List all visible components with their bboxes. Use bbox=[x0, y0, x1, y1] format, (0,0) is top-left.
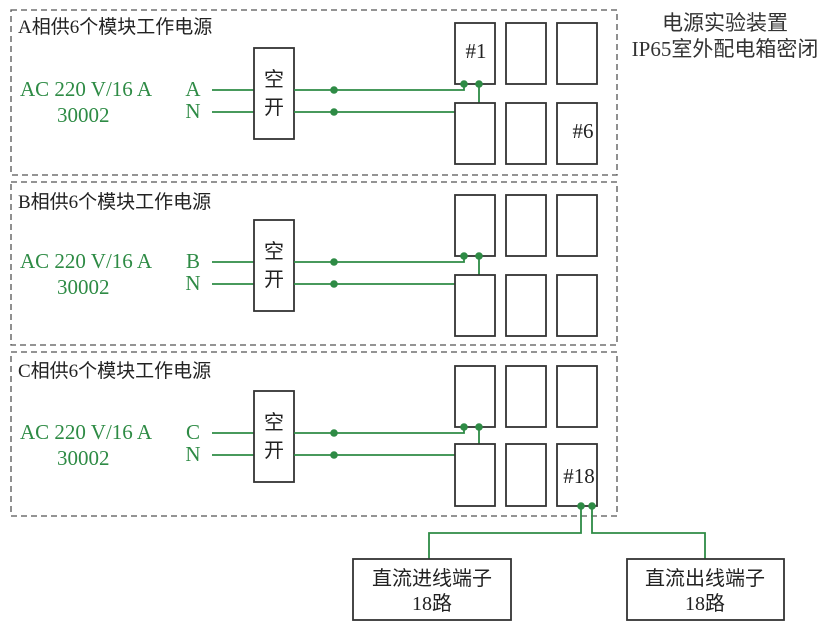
module-18-terminal-in bbox=[577, 502, 585, 510]
section-b-neutral-junction bbox=[330, 280, 338, 288]
section-c-breaker-label-2: 开 bbox=[264, 440, 284, 462]
section-c-phase-wire-out bbox=[294, 427, 465, 434]
section-c-breaker-label-1: 空 bbox=[264, 411, 284, 434]
section-c-module-3[interactable] bbox=[556, 365, 598, 428]
section-b-code: 30002 bbox=[57, 275, 110, 299]
section-a-module-5[interactable] bbox=[505, 102, 547, 165]
section-a-neutral-wire-out bbox=[294, 84, 480, 113]
section-a-module-1[interactable] bbox=[454, 22, 496, 85]
section-b-title: B相供6个模块工作电源 bbox=[18, 191, 211, 213]
section-a-module-2[interactable] bbox=[505, 22, 547, 85]
section-c-breaker[interactable] bbox=[253, 390, 295, 483]
section-c-module-1[interactable] bbox=[454, 365, 496, 428]
section-a-breaker[interactable] bbox=[253, 47, 295, 140]
section-a-neutral-junction bbox=[330, 108, 338, 116]
section-a-phase-label: A bbox=[185, 77, 201, 101]
section-b-neutral-label: N bbox=[185, 271, 200, 295]
section-c-phase-junction bbox=[330, 429, 338, 437]
section-a: A相供6个模块工作电源 AC 220 V/16 A 30002 A N 空 开 … bbox=[10, 9, 618, 176]
dc-output-wire bbox=[591, 506, 706, 559]
section-b: B相供6个模块工作电源 AC 220 V/16 A 30002 B N 空 开 bbox=[10, 181, 618, 346]
section-c-supply: AC 220 V/16 A bbox=[20, 420, 153, 444]
section-c-title: C相供6个模块工作电源 bbox=[18, 360, 211, 382]
section-a-phase-junction bbox=[330, 86, 338, 94]
header-line1: 电源实验装置 bbox=[662, 11, 788, 35]
section-b-breaker-label-2: 开 bbox=[264, 269, 284, 291]
section-c: C相供6个模块工作电源 AC 220 V/16 A 30002 C N 空 开 … bbox=[10, 351, 618, 517]
dc-input-wire bbox=[428, 506, 582, 559]
section-b-phase-junction bbox=[330, 258, 338, 266]
section-c-module-6[interactable] bbox=[556, 443, 598, 507]
section-a-phase-wire-out bbox=[294, 84, 465, 91]
header-line2: IP65室外配电箱密闭 bbox=[632, 37, 819, 61]
section-b-enclosure bbox=[10, 181, 618, 346]
section-b-supply: AC 220 V/16 A bbox=[20, 249, 153, 273]
section-c-neutral-wire-out bbox=[294, 427, 480, 456]
dc-output-terminal-block[interactable] bbox=[626, 558, 785, 621]
section-b-module-2[interactable] bbox=[505, 194, 547, 257]
section-c-module-4[interactable] bbox=[454, 443, 496, 507]
section-b-breaker[interactable] bbox=[253, 219, 295, 312]
section-b-neutral-wire-out bbox=[294, 256, 480, 285]
section-c-phase-label: C bbox=[186, 420, 200, 444]
section-b-module-1[interactable] bbox=[454, 194, 496, 257]
section-c-module-terminal-n bbox=[475, 423, 483, 431]
section-a-module-6[interactable] bbox=[556, 102, 598, 165]
section-c-enclosure bbox=[10, 351, 618, 517]
section-c-code: 30002 bbox=[57, 446, 110, 470]
dc-output-terminal-label: 直流出线端子 bbox=[645, 567, 765, 590]
section-a-breaker-label-1: 空 bbox=[264, 68, 284, 91]
section-a-title: A相供6个模块工作电源 bbox=[18, 16, 212, 38]
section-c-module-6-label: #18 bbox=[563, 464, 595, 488]
section-b-module-4[interactable] bbox=[454, 274, 496, 337]
section-a-module-terminal-l bbox=[460, 80, 468, 88]
section-b-module-3[interactable] bbox=[556, 194, 598, 257]
section-b-module-terminal-n bbox=[475, 252, 483, 260]
section-b-module-5[interactable] bbox=[505, 274, 547, 337]
section-a-module-4[interactable] bbox=[454, 102, 496, 165]
section-c-module-5[interactable] bbox=[505, 443, 547, 507]
section-b-module-6[interactable] bbox=[556, 274, 598, 337]
section-b-breaker-label-1: 空 bbox=[264, 240, 284, 263]
section-a-module-1-label: #1 bbox=[466, 39, 487, 63]
section-a-code: 30002 bbox=[57, 103, 110, 127]
dc-input-terminal-block[interactable] bbox=[352, 558, 512, 621]
section-a-supply: AC 220 V/16 A bbox=[20, 77, 153, 101]
section-a-module-6-label: #6 bbox=[573, 119, 594, 143]
section-c-neutral-junction bbox=[330, 451, 338, 459]
dc-output-terminal-count: 18路 bbox=[685, 592, 725, 615]
section-b-phase-label: B bbox=[186, 249, 200, 273]
section-a-module-terminal-n bbox=[475, 80, 483, 88]
module-18-terminal-out bbox=[588, 502, 596, 510]
section-a-breaker-label-2: 开 bbox=[264, 97, 284, 119]
section-c-neutral-label: N bbox=[185, 442, 200, 466]
section-b-module-terminal-l bbox=[460, 252, 468, 260]
section-a-module-3[interactable] bbox=[556, 22, 598, 85]
dc-input-terminal-count: 18路 bbox=[412, 592, 452, 615]
dc-input-terminal-label: 直流进线端子 bbox=[372, 567, 492, 590]
section-a-neutral-label: N bbox=[185, 99, 200, 123]
section-c-module-2[interactable] bbox=[505, 365, 547, 428]
section-c-module-terminal-l bbox=[460, 423, 468, 431]
section-a-enclosure bbox=[10, 9, 618, 176]
section-b-phase-wire-out bbox=[294, 256, 465, 263]
